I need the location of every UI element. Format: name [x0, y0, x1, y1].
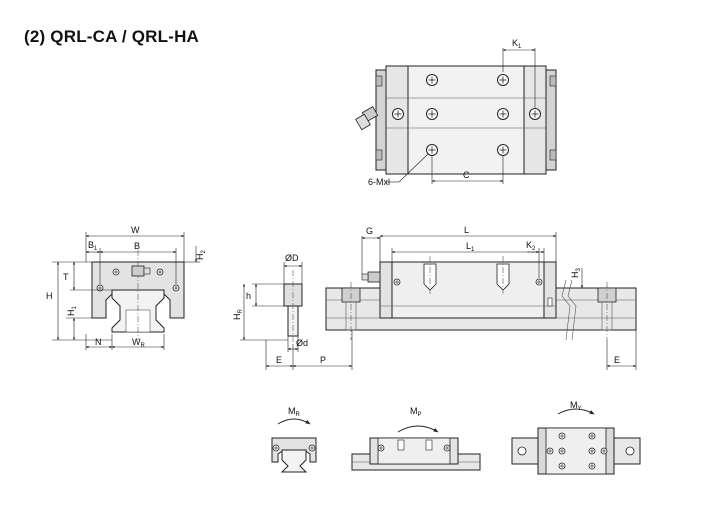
mount-hole-icon — [112, 268, 120, 276]
dim-e-label: E — [276, 355, 282, 365]
dim-w-label: W — [131, 225, 140, 235]
drawing-title: (2) QRL-CA / QRL-HA — [24, 27, 200, 46]
rail-hole-section: ØD h HR Ød E P — [232, 253, 353, 370]
moment-roll-label: MR — [288, 406, 301, 418]
dim-wr-label: WR — [132, 337, 146, 349]
dim-h3-label: H3 — [570, 268, 582, 279]
moment-pitch-label: MP — [410, 406, 422, 418]
mount-hole-icon — [156, 268, 164, 276]
dim-hr-label: HR — [232, 309, 244, 321]
hole-callout-label: 6-Mxl — [368, 177, 390, 187]
dim-e-right-label: E — [614, 355, 620, 365]
end-seal-screw-icon — [529, 108, 541, 120]
mount-hole-icon — [497, 108, 509, 120]
dim-l1-label: L1 — [466, 241, 475, 253]
dim-l-label: L — [464, 225, 469, 235]
end-seal-screw-icon — [393, 278, 401, 286]
dim-b-label: B — [134, 241, 140, 251]
moment-yaw-label: MY — [570, 400, 582, 412]
grease-nipple-icon — [355, 106, 379, 131]
grease-nipple-icon — [361, 271, 381, 283]
top-view: K1 C 6-Mxl — [355, 38, 557, 187]
mount-hole-icon — [497, 144, 509, 156]
front-view: W B1 B H2 T H H1 N WR — [46, 225, 207, 350]
moment-pitch-diagram: MP — [351, 406, 481, 471]
dim-c-label: C — [463, 170, 470, 180]
dim-h1-label: H1 — [66, 306, 78, 317]
end-seal-screw-icon — [392, 108, 404, 120]
dim-p-label: P — [320, 355, 326, 365]
moment-roll-diagram: MR — [271, 406, 317, 473]
mount-hole-icon — [426, 144, 438, 156]
dim-g-label: G — [366, 226, 373, 236]
dim-n-label: N — [95, 337, 102, 347]
dim-k1-label: K1 — [512, 38, 522, 50]
mount-hole-icon — [426, 108, 438, 120]
side-view: G L L1 K2 H3 E — [325, 225, 637, 370]
end-seal-screw-icon — [535, 278, 543, 286]
dim-t-label: T — [63, 272, 69, 282]
mount-hole-icon — [426, 74, 438, 86]
grease-nipple-icon — [131, 265, 151, 277]
dim-b1-label: B1 — [88, 240, 98, 252]
dim-h-label: H — [46, 291, 53, 301]
mount-hole-icon — [172, 284, 180, 292]
dim-h-small-label: h — [246, 291, 251, 301]
dim-od-big-label: ØD — [285, 253, 299, 263]
moment-yaw-diagram: MY — [511, 400, 641, 475]
dim-h2-label: H2 — [195, 250, 207, 261]
dim-k2-label: K2 — [526, 240, 536, 252]
mount-hole-icon — [497, 74, 509, 86]
dim-od-small-label: Ød — [296, 338, 308, 348]
